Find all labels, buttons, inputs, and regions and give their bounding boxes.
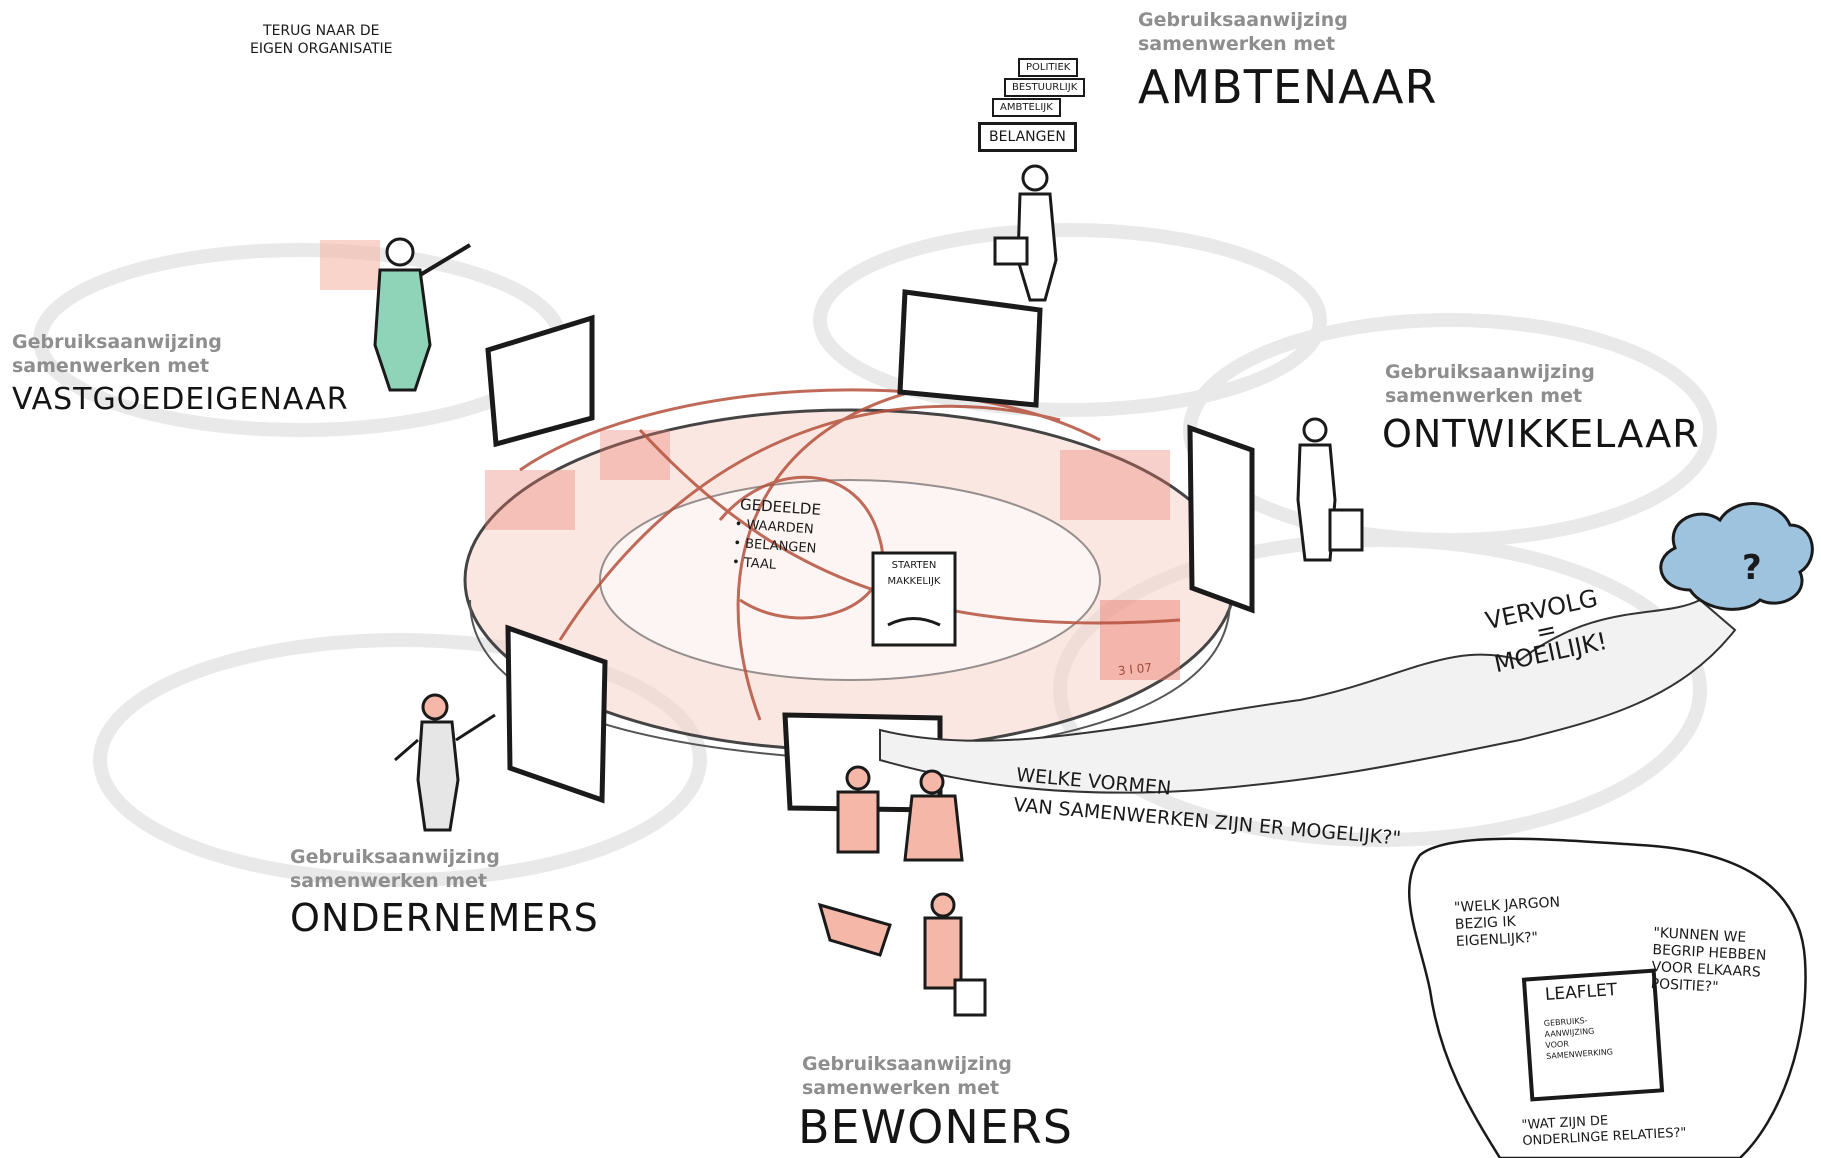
question-cloud (1659, 502, 1814, 611)
ambtenaar-title: AMBTENAAR (1138, 60, 1438, 114)
leaflet-body: GEBRUIKS- AANWIJZING VOOR SAMENWERKING (1543, 1016, 1614, 1061)
stack-card-bestuurlijk: BESTUURLIJK (1004, 78, 1086, 97)
route-lines (519, 378, 1181, 721)
figure-ambtenaar (993, 164, 1058, 302)
figure-ontwikkelaar (1296, 417, 1364, 562)
center-note: GEDEELDE • WAARDEN • BELANGEN • TAAL (731, 495, 821, 575)
ontwikkelaar-title: ONTWIKKELAAR (1382, 412, 1700, 456)
bubble-question-begrip: "KUNNEN WE BEGRIP HEBBEN VOOR ELKAARS PO… (1650, 925, 1767, 996)
bubble-question-jargon: "WELK JARGON BEZIG IK EIGENLIJK?" (1453, 894, 1561, 950)
start-sign-label: STARTEN MAKKELIJK (887, 560, 941, 587)
stack-card-ambtelijk: AMBTELIJK (992, 98, 1061, 117)
ondernemers-title: ONDERNEMERS (290, 896, 599, 940)
ondernemers-subtitle: Gebruiksaanwijzing samenwerken met (290, 846, 500, 892)
winding-path (879, 598, 1737, 794)
ontwikkelaar-subtitle: Gebruiksaanwijzing samenwerken met (1385, 361, 1595, 407)
cloud-question-mark: ? (1742, 548, 1762, 588)
stack-card-belangen: BELANGEN (978, 122, 1077, 152)
bewoners-title: BEWONERS (798, 1100, 1073, 1154)
center-item-waarden: • WAARDEN (734, 516, 815, 538)
center-item-belangen: • BELANGEN (732, 535, 817, 557)
presentation-screens (485, 289, 1255, 813)
figure-bewoners (817, 765, 987, 1017)
ambtenaar-subtitle: Gebruiksaanwijzing samenwerken met (1138, 9, 1348, 55)
vastgoedeigenaar-title: VASTGOEDEIGENAAR (12, 382, 349, 417)
speech-bubble (1407, 837, 1807, 1158)
figure-ondernemer (394, 693, 496, 832)
figure-vastgoedeigenaar (320, 237, 472, 392)
belangen-stack: POLITIEK BESTUURLIJK AMBTELIJK BELANGEN (972, 58, 1102, 168)
vastgoedeigenaar-subtitle: Gebruiksaanwijzing samenwerken met (12, 331, 222, 377)
start-sign (871, 551, 957, 647)
stack-card-politiek: POLITIEK (1018, 58, 1079, 77)
bewoners-subtitle: Gebruiksaanwijzing samenwerken met (802, 1053, 1012, 1099)
org-note: TERUG NAAR DE EIGEN ORGANISATIE (250, 23, 393, 57)
